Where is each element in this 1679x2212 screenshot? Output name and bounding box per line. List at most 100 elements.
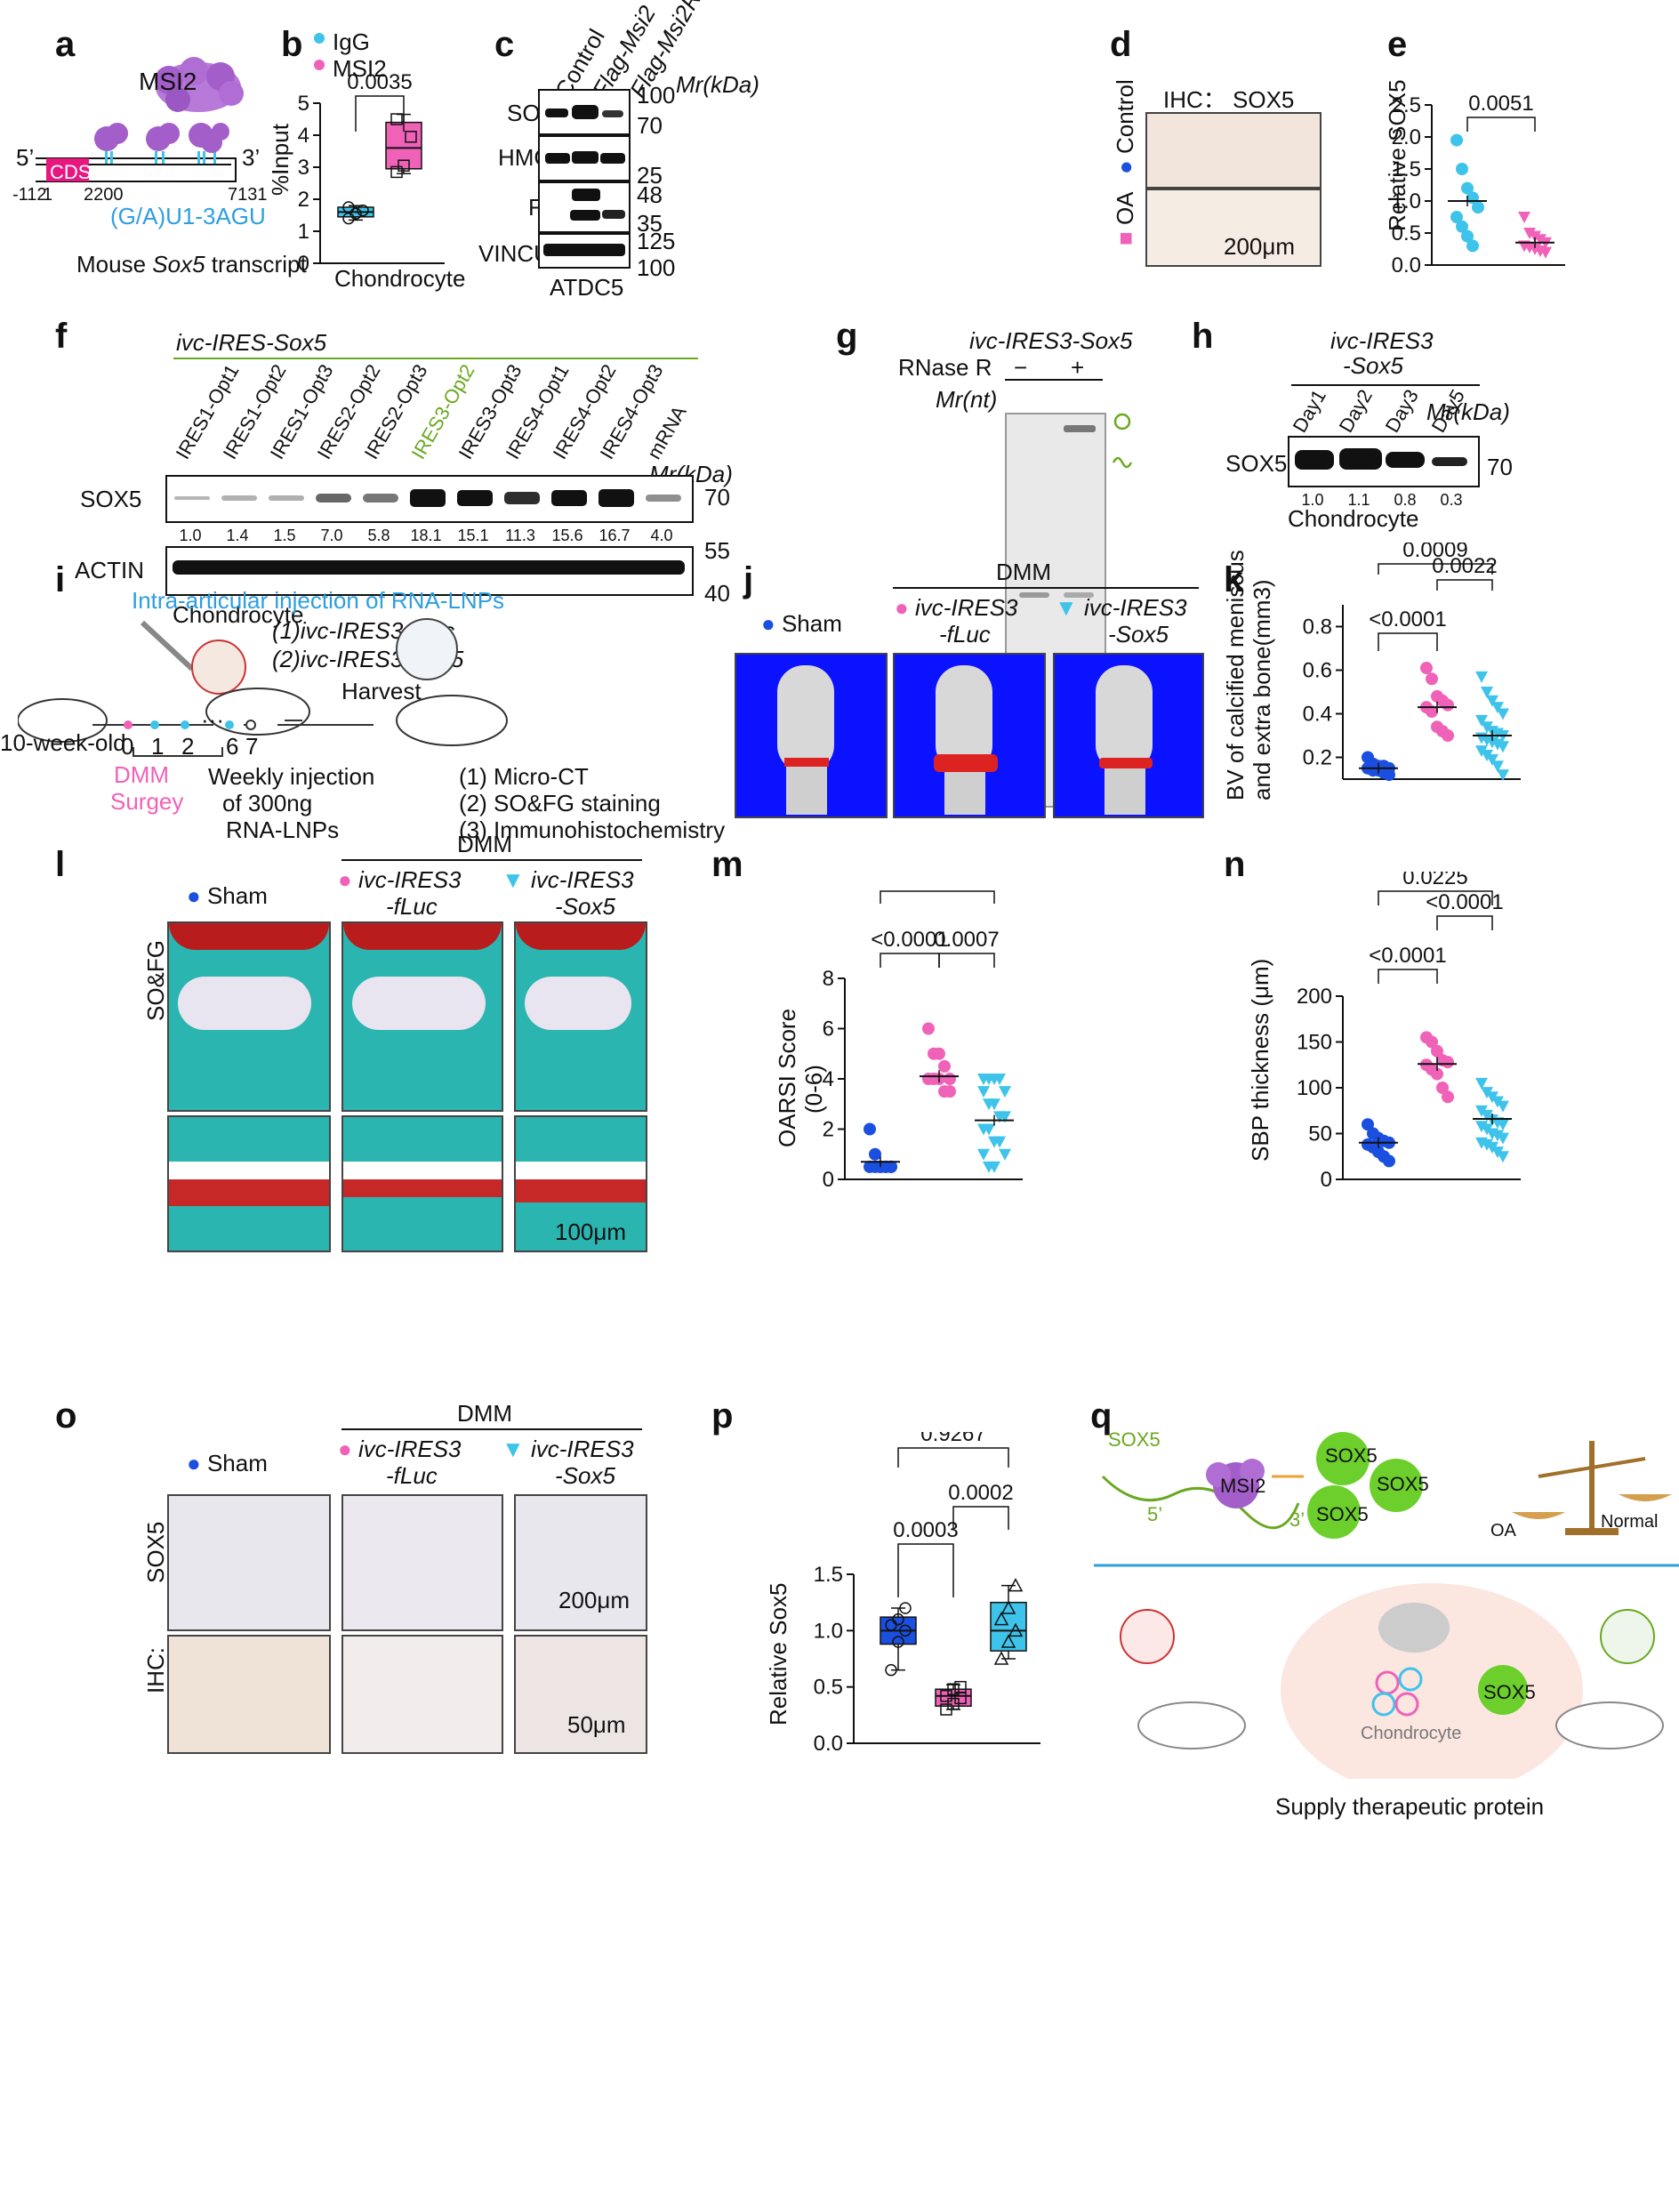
y-tick-label: 4: [823, 1067, 834, 1091]
pvalue-k-1-bracket: [1378, 563, 1493, 575]
panel-label-h: h: [1192, 317, 1214, 356]
y-tick-label: 0: [298, 252, 309, 276]
normal-knee-icon: [1600, 1609, 1655, 1664]
cds-label: CDS: [50, 161, 92, 183]
marker-f-40: 40: [704, 580, 730, 607]
row-label-ihc-o: IHC:: [142, 1647, 169, 1693]
f-lane-labels: IRES1-Opt1IRES1-Opt2IRES1-Opt3IRES2-Opt2…: [172, 360, 691, 463]
sox5-protein-icon-q2: [1478, 1665, 1528, 1715]
p-sox5-point: [1008, 1578, 1024, 1592]
n-fluc-point: [1431, 1044, 1443, 1058]
panel-h-caption: Chondrocyte: [1288, 505, 1419, 532]
m-sox5-point: [977, 1086, 990, 1098]
pvalue-p-2-bracket: [952, 1506, 1009, 1530]
y-tick-label: 0: [1321, 1168, 1332, 1192]
f-sox5-band: [457, 490, 493, 506]
legend-sox5-j: ▼ ivc-IRES3: [1055, 594, 1187, 621]
q-normal-label: Normal: [1601, 1512, 1659, 1532]
scale-bar-d: 200μm: [1224, 233, 1296, 260]
msi2-protein-icon: [155, 57, 244, 112]
ihc-title-d: IHC： SOX5: [1163, 86, 1295, 113]
row-label-sofg: SO&FG: [142, 939, 169, 1021]
panel-label-i: i: [55, 560, 66, 599]
pvalue-b-label: 0.0035: [347, 71, 412, 94]
sofg-sham-top: [167, 921, 331, 1112]
p-sox5-point: [1000, 1600, 1016, 1614]
marker-c-35: 35: [637, 210, 663, 237]
pvalue-n-1-label: 0.0225: [1402, 872, 1467, 889]
f-sox5-band: [221, 495, 257, 501]
k-fluc-point: [1420, 662, 1433, 675]
e-control-point: [1472, 201, 1484, 214]
f-sox5-band: [598, 489, 634, 507]
y-tick-label: 0.6: [1303, 659, 1332, 683]
scale-bar-l: 100μm: [555, 1219, 627, 1245]
legend-sox5-l-2: -Sox5: [555, 893, 615, 920]
k-sox5-point: [1491, 760, 1504, 773]
sofg-fluc-bottom: [341, 1115, 503, 1252]
ihc-image-control: [1145, 112, 1322, 189]
panel-label-m: m: [711, 845, 743, 884]
panel-label-j: j: [743, 560, 754, 599]
box-msi2-point: [390, 165, 403, 179]
p-fluc-point: [954, 1680, 967, 1693]
legend-fluc-l: ● ivc-IRES3: [338, 866, 462, 893]
marker-c-70: 70: [637, 112, 663, 139]
timeline-6: 6: [226, 733, 239, 760]
e-control-point: [1456, 220, 1468, 233]
sox5-mrna-icon: [1101, 1475, 1300, 1530]
y-tick-label: 1: [298, 220, 309, 244]
microct-fluc: [893, 653, 1046, 818]
y-tick-label: 150: [1297, 1031, 1332, 1055]
timeline-1: 1: [151, 733, 165, 760]
f-sox5-band: [551, 489, 587, 506]
timeline-ellipsis: ···: [201, 706, 224, 733]
weekly-label-1: Weekly injection: [208, 763, 375, 790]
p-sox5-point: [1008, 1622, 1024, 1637]
y-tick-label: 0.8: [1303, 615, 1332, 639]
panel-label-l: l: [55, 845, 66, 884]
y-tick-label: 2: [298, 188, 309, 212]
k-sox5-point: [1486, 695, 1498, 707]
panel-label-a: a: [55, 25, 76, 64]
ihc-o-sox5-top: [514, 1494, 647, 1631]
chart-k-ylabel-1: BV of calcified meniscus: [1222, 550, 1249, 800]
rnase-minus: −: [1014, 354, 1028, 381]
y-tick-label: 6: [823, 1018, 834, 1042]
pvalue-k-2-bracket: [1436, 579, 1493, 591]
blot-flag: [538, 181, 631, 233]
legend-fluc-l-2: -fLuc: [386, 893, 438, 920]
microct-sham: [735, 653, 888, 818]
marker-c-125: 125: [637, 228, 676, 254]
scale-bar-o-2: 50μm: [567, 1711, 626, 1738]
row-label-control: ● Control: [1112, 79, 1138, 174]
legend-sox5-l: ▼ ivc-IRES3: [502, 866, 634, 893]
y-tick-label: 100: [1297, 1076, 1332, 1100]
pvalue-m-3-label: 0.0007: [934, 928, 999, 952]
box-msi2-point: [390, 113, 403, 125]
row-label-sox5-o: SOX5: [142, 1521, 169, 1583]
mouse-icon-start: [18, 698, 108, 743]
k-sox5-point: [1475, 671, 1488, 683]
k-sox5-point: [1497, 708, 1509, 720]
f-quant-value: 15.6: [551, 527, 582, 544]
e-oa-point: [1518, 212, 1530, 223]
pvalue-p-1-label: 0.9267: [920, 1432, 985, 1446]
e-control-point: [1456, 163, 1468, 175]
group-label-l: DMM: [457, 831, 513, 857]
k-sox5-point: [1486, 753, 1498, 766]
h-quant-value: 0.3: [1440, 491, 1462, 509]
construct-h-line2: -Sox5: [1343, 352, 1403, 379]
legend-sox5-o-2: -Sox5: [555, 1462, 615, 1489]
sox5-protein-cluster-icon: [1307, 1432, 1423, 1539]
marker-c-100: 100: [637, 82, 676, 109]
sofg-sham-bottom: [167, 1115, 331, 1252]
y-tick-label: 50: [1308, 1122, 1332, 1146]
marker-f-70: 70: [704, 484, 730, 511]
timeline-2: 2: [181, 733, 195, 760]
